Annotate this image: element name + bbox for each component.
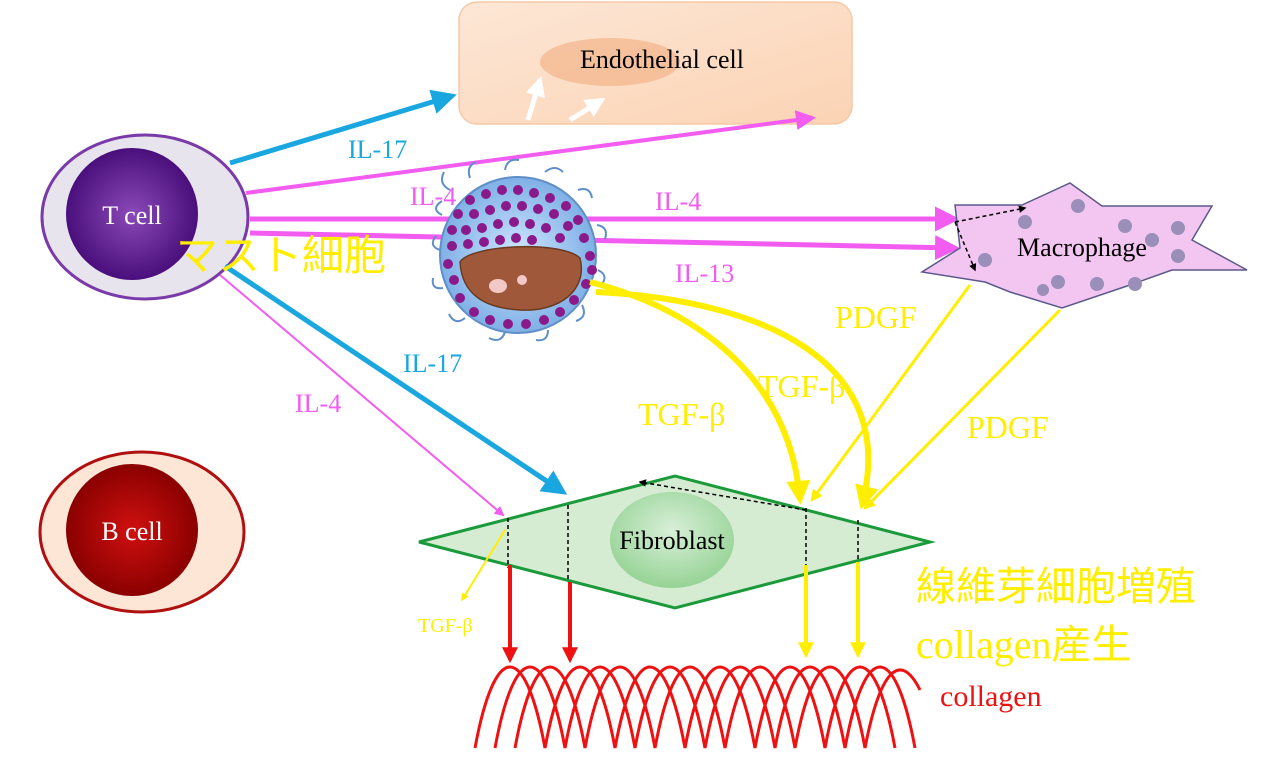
il17-top-label: IL-17 [348, 135, 407, 164]
collagen-label: collagen [940, 680, 1042, 713]
il17-to-fibroblast-arrow [223, 263, 568, 495]
fibroblast: Fibroblast [418, 474, 936, 610]
collagen-production-label: collagen産生 [916, 622, 1132, 667]
pdgf-arrow-upper [810, 284, 972, 502]
il17-to-endothelial-arrow [229, 89, 457, 166]
mast-cell [431, 158, 607, 342]
il4-fibroblast-label: IL-4 [295, 389, 341, 418]
pdgf-lower-label: PDGF [967, 409, 1049, 445]
il17-fibroblast-label: IL-17 [403, 349, 462, 378]
macrophage: Macrophage [919, 182, 1248, 309]
il13-macrophage-label: IL-13 [675, 259, 734, 288]
mast-cell-label: マスト細胞 [176, 234, 386, 280]
endothelial-cell: Endothelial cell [458, 1, 853, 125]
tgfb-small-label: TGF-β [418, 615, 473, 637]
t-cell: T cell [40, 133, 250, 301]
il13-to-macrophage-arrow [249, 230, 960, 261]
b-cell: B cell [38, 450, 246, 614]
tgfb-to-fibroblast-arrow-2 [595, 289, 879, 510]
t-cell-label: T cell [102, 201, 161, 230]
macrophage-label: Macrophage [1017, 233, 1147, 262]
b-cell-label: B cell [101, 517, 162, 546]
il4-to-fibroblast-arrow [219, 274, 505, 517]
fibroblast-label: Fibroblast [619, 526, 725, 555]
tgfb-left-label: TGF-β [638, 396, 725, 432]
il4-to-endothelial-arrow [245, 110, 816, 195]
tgfb-small-arrow [461, 529, 506, 602]
tgfb-right-label: TGF-β [758, 368, 845, 404]
collagen-fiber [473, 665, 922, 749]
pdgf-upper-label: PDGF [835, 299, 917, 335]
fibroblast-proliferation-label: 線維芽細胞増殖 [916, 564, 1196, 609]
pdgf-arrow-lower [863, 308, 1062, 510]
endothelial-cell-label: Endothelial cell [580, 45, 744, 74]
il4-top-label: IL-4 [410, 182, 456, 211]
il4-macrophage-label: IL-4 [655, 187, 701, 216]
